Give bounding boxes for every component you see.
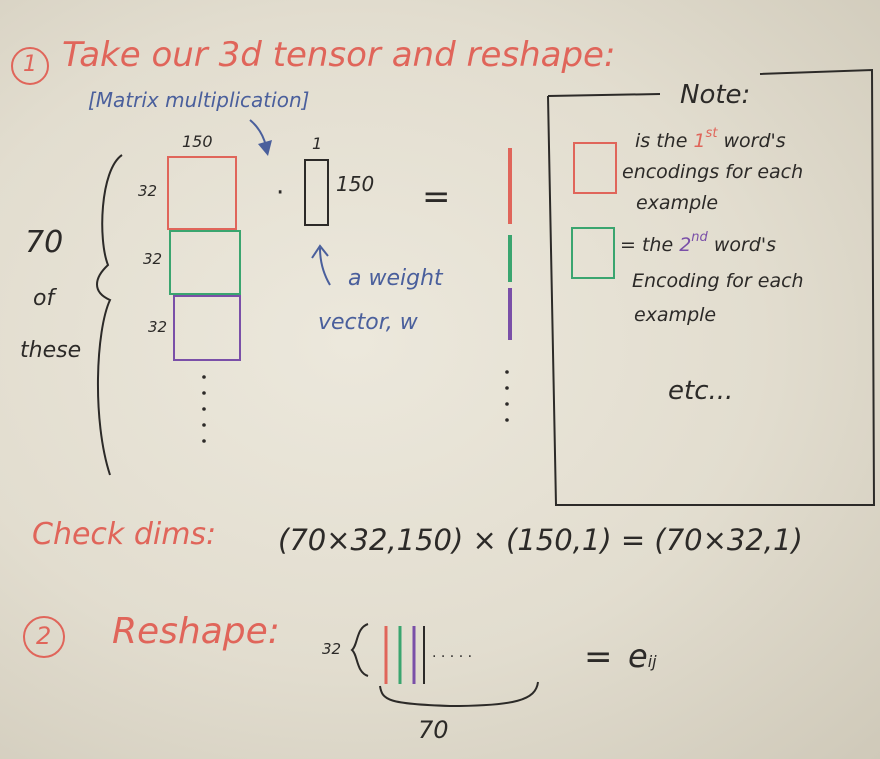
note-green-line1: = the 2nd word's xyxy=(620,231,776,256)
step2-result-base: e xyxy=(628,637,648,675)
side-label-of: of xyxy=(33,286,55,311)
step2-result-sub: ij xyxy=(647,652,657,671)
step2-equals: = xyxy=(584,637,613,677)
step2-cols-label: 70 xyxy=(418,716,449,744)
matrix-block-green xyxy=(169,230,241,295)
row-label-red: 32 xyxy=(138,182,158,200)
step1-title: Take our 3d tensor and reshape: xyxy=(62,35,616,75)
left-brace xyxy=(96,154,123,476)
step2-row-brace xyxy=(350,623,369,677)
step2-rows-label: 32 xyxy=(322,640,342,658)
step1-number-circle xyxy=(11,47,49,85)
weight-label-line1: a weight xyxy=(348,266,443,291)
matrix-block-red xyxy=(167,156,237,230)
row-label-green: 32 xyxy=(143,250,163,268)
note-box xyxy=(547,68,876,506)
step2-col-brace xyxy=(379,681,539,708)
note-red-ordinal-sup: st xyxy=(705,126,718,141)
matrix-arrow-head xyxy=(258,140,272,156)
note-green-ordinal-num: 2 xyxy=(679,234,692,256)
matrix-arrow xyxy=(249,119,267,147)
result-continuation-dots xyxy=(505,370,509,422)
note-red-line1-a: is the xyxy=(635,130,688,152)
note-green-ordinal-sup: nd xyxy=(691,230,708,245)
note-red-ordinal-num: 1 xyxy=(693,130,706,152)
note-red-line2: encodings for each xyxy=(622,161,804,183)
side-label-these: these xyxy=(20,338,82,363)
check-dims-label: Check dims: xyxy=(32,517,217,552)
vector-height-label: 150 xyxy=(336,172,375,196)
check-dims-expression: (70×32,150) × (150,1) = (70×32,1) xyxy=(278,523,803,557)
vector-width-label: 1 xyxy=(312,134,323,153)
weight-vector-box xyxy=(304,159,329,226)
weight-arrow xyxy=(319,247,331,286)
note-red-line1: is the 1st word's xyxy=(635,127,786,152)
step2-title: Reshape: xyxy=(112,611,280,652)
note-green-line2: Encoding for each xyxy=(632,270,804,292)
step2-result: eij xyxy=(628,640,657,672)
dot-operator: · xyxy=(276,178,285,208)
row-label-purple: 32 xyxy=(148,318,168,336)
note-green-square xyxy=(571,227,615,279)
matrix-multiplication-note: [Matrix multiplication] xyxy=(88,88,310,112)
weight-arrow-head xyxy=(311,244,329,259)
step2-number: 2 xyxy=(36,622,52,650)
matrix-block-purple xyxy=(173,295,241,361)
note-red-line1-b: word's xyxy=(723,130,786,152)
matrix-continuation-dots xyxy=(202,375,206,443)
note-red-square xyxy=(573,142,617,194)
note-title: Note: xyxy=(680,80,751,110)
side-label-count: 70 xyxy=(25,225,64,260)
note-red-line3: example xyxy=(636,192,719,214)
step2-number-circle xyxy=(23,616,65,658)
note-etc: etc... xyxy=(668,376,734,406)
note-red-ordinal: 1st xyxy=(693,127,717,152)
weight-label-line2: vector, w xyxy=(318,310,418,335)
step1-number: 1 xyxy=(23,52,37,77)
matrix-width-label: 150 xyxy=(182,132,213,151)
step2-dots: · · · · · xyxy=(432,649,473,665)
note-green-line3: example xyxy=(634,304,717,326)
note-green-line1-b: word's xyxy=(713,234,776,256)
note-green-ordinal: 2nd xyxy=(679,231,708,256)
note-green-line1-a: = the xyxy=(620,234,674,256)
equals-sign: = xyxy=(422,177,451,217)
